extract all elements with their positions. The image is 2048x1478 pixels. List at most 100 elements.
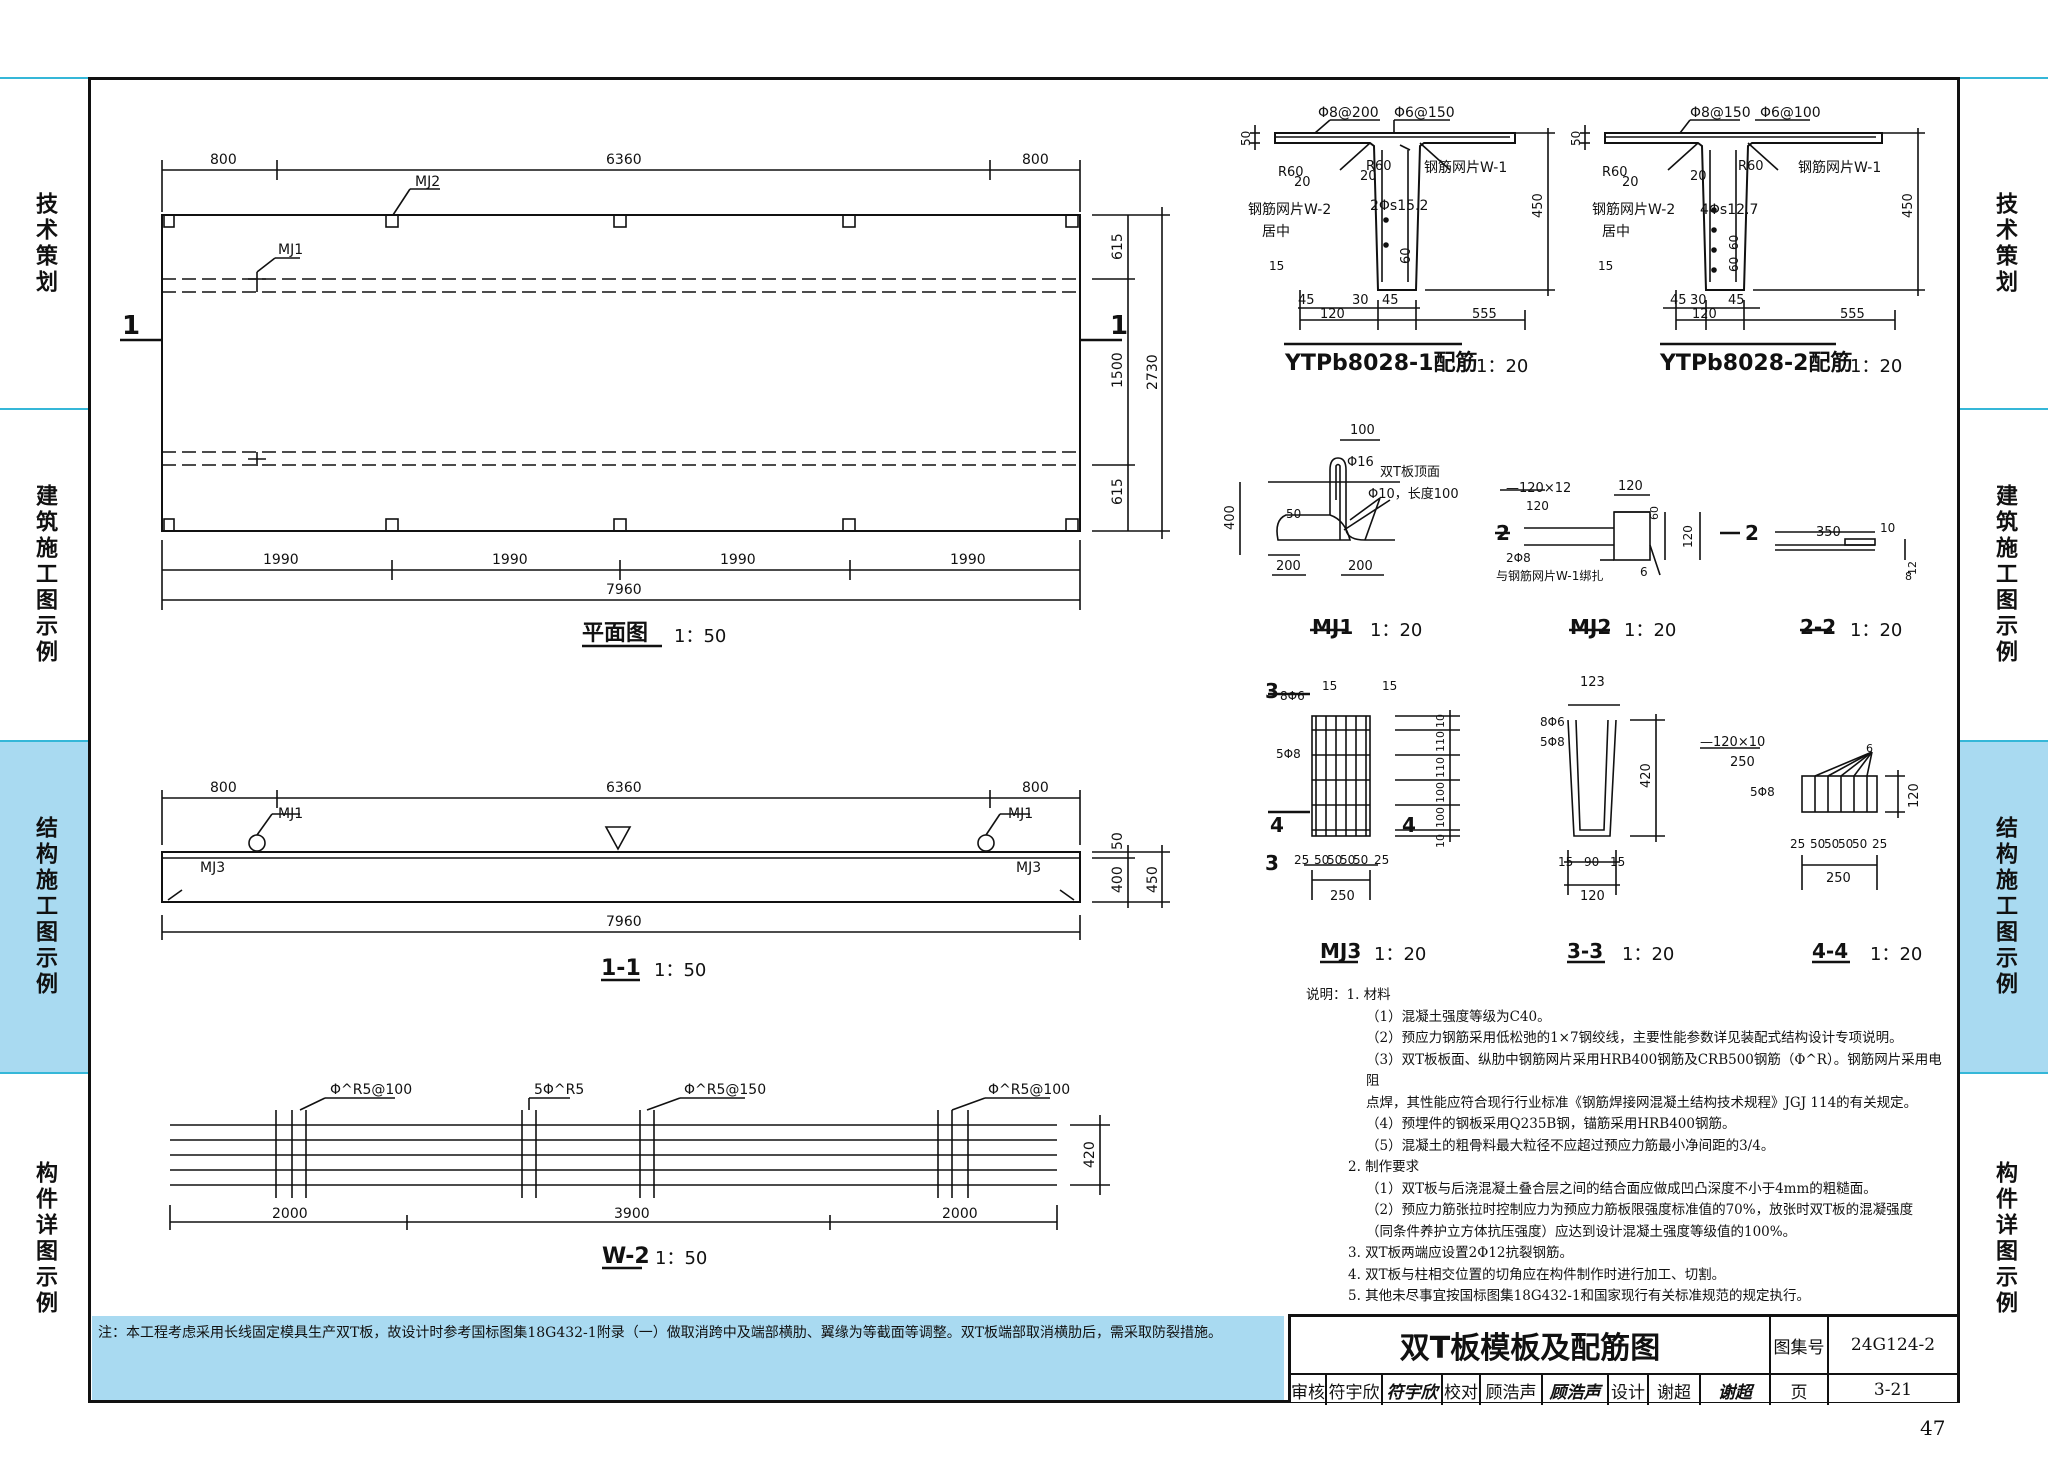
mj2-title: MJ2 bbox=[1570, 615, 1611, 639]
mj1-dim: 50 bbox=[1286, 507, 1301, 521]
s44-title: 4-4 bbox=[1812, 939, 1848, 963]
side-tab-structure-right[interactable]: 结构施工图示例 bbox=[1960, 742, 2048, 1072]
mj1-label-text: Φ10，长度100 bbox=[1368, 486, 1459, 502]
ytp1-section bbox=[1250, 119, 1555, 346]
mj1-label-text: Φ16 bbox=[1347, 455, 1374, 470]
design-signature: 谢超 bbox=[1701, 1375, 1771, 1405]
ytp2-dim-text: 45 bbox=[1670, 293, 1687, 308]
title-block: 双T板模板及配筋图 图集号 24G124-2 审核 符宇欣 符宇欣 校对 顾浩声… bbox=[1288, 1314, 1957, 1405]
plan-dim-text: 1990 bbox=[950, 552, 986, 568]
cut-mark: 3 bbox=[1265, 679, 1279, 703]
side-tab-planning-right[interactable]: 技术策划 bbox=[1960, 80, 2048, 408]
mj3-label-text: 8Φ6 bbox=[1280, 689, 1305, 703]
ytp2-title: YTPb8028-2配筋 bbox=[1659, 350, 1852, 376]
section-3-3-detail bbox=[1564, 704, 1665, 964]
s44-dim: 250 bbox=[1730, 755, 1755, 770]
side-divider bbox=[0, 1072, 88, 1074]
plan-dim-text: 800 bbox=[210, 152, 237, 168]
mj3-dim: 15 bbox=[1322, 679, 1337, 693]
mj1-detail bbox=[1239, 439, 1400, 632]
side-divider bbox=[1960, 77, 2048, 79]
s44-dim: 120 bbox=[1907, 783, 1922, 808]
ytp1-dim-text: 555 bbox=[1472, 307, 1497, 322]
ytp1-dim-text: 50 bbox=[1239, 131, 1253, 146]
s11-dim-text: 400 bbox=[1110, 866, 1126, 893]
ytp2-dim-text: 60 bbox=[1727, 235, 1741, 250]
mj3-scale: 1：20 bbox=[1374, 944, 1426, 965]
cut-mark: 4 bbox=[1270, 813, 1284, 837]
s22-title: 2-2 bbox=[1800, 615, 1836, 639]
mj3-label: MJ3 bbox=[200, 860, 225, 876]
s33-dim: 15 bbox=[1610, 855, 1625, 869]
plan-title: 平面图 bbox=[582, 621, 648, 646]
mj3-dim: 15 bbox=[1382, 679, 1397, 693]
side-tab-planning[interactable]: 技术策划 bbox=[0, 80, 88, 408]
s22-dim: 350 bbox=[1816, 525, 1841, 540]
mj3-dim: 50 bbox=[1314, 853, 1329, 867]
cut-mark: 2 bbox=[1496, 521, 1510, 545]
side-tab-components-right[interactable]: 构件详图示例 bbox=[1960, 1074, 2048, 1404]
s11-dim-text: 7960 bbox=[606, 914, 642, 930]
ytp2-center: 居中 bbox=[1602, 224, 1630, 240]
mj3-label-text: 5Φ8 bbox=[1276, 747, 1301, 761]
w2-dim-text: 2000 bbox=[942, 1206, 978, 1222]
plan-dim-text: 800 bbox=[1022, 152, 1049, 168]
ytp2-section bbox=[1580, 119, 1925, 346]
side-tab-components[interactable]: 构件详图示例 bbox=[0, 1074, 88, 1404]
mj3-detail bbox=[1268, 692, 1460, 964]
s22-dim: 10 bbox=[1880, 521, 1895, 535]
review-name: 符宇欣 bbox=[1327, 1375, 1383, 1405]
atlas-number: 24G124-2 bbox=[1829, 1317, 1957, 1375]
side-tab-structure[interactable]: 结构施工图示例 bbox=[0, 742, 88, 1072]
w2-view bbox=[169, 1097, 1110, 1270]
mj1-dim: 200 bbox=[1348, 559, 1373, 574]
mj3-dim: 50 bbox=[1340, 853, 1355, 867]
note-line: （2）预应力筋张拉时控制应力为预应力筋板限强度标准值的70%，放张时双T板的混凝… bbox=[1366, 1202, 1914, 1218]
mj3-dim: 110 bbox=[1434, 731, 1447, 752]
w2-dim-text: 3900 bbox=[614, 1206, 650, 1222]
side-divider bbox=[1960, 408, 2048, 410]
cut-mark: 3 bbox=[1265, 851, 1279, 875]
section-2-2-detail bbox=[1775, 531, 1906, 632]
mj3-dim: 250 bbox=[1330, 889, 1355, 904]
side-tab-label: 建筑施工图示例 bbox=[32, 484, 57, 666]
s33-dim: 420 bbox=[1639, 763, 1654, 788]
mj3-dim: 10 bbox=[1434, 834, 1447, 848]
s33-scale: 1：20 bbox=[1622, 944, 1674, 965]
ytp1-r60: R60 bbox=[1366, 159, 1392, 174]
cut-mark: 1 bbox=[122, 311, 140, 341]
s44-scale: 1：20 bbox=[1870, 944, 1922, 965]
side-tab-label: 构件详图示例 bbox=[32, 1161, 57, 1317]
side-tab-label: 结构施工图示例 bbox=[1992, 816, 2017, 998]
s11-dim-text: 800 bbox=[1022, 780, 1049, 796]
ytp2-r60: R60 bbox=[1602, 165, 1628, 180]
check-signature: 顾浩声 bbox=[1543, 1375, 1609, 1405]
s33-dim: 120 bbox=[1580, 889, 1605, 904]
mj1-label: MJ1 bbox=[1008, 806, 1033, 822]
plan-dim-text: 1500 bbox=[1110, 352, 1126, 388]
ytp2-mesh-label: 钢筋网片W-2 bbox=[1592, 201, 1675, 218]
mj3-dim: 50 bbox=[1327, 853, 1342, 867]
s11-dim-text: 450 bbox=[1145, 866, 1161, 893]
ytp2-dim-text: 50 bbox=[1569, 131, 1583, 146]
s33-dim: 90 bbox=[1584, 855, 1599, 869]
side-tab-architecture[interactable]: 建筑施工图示例 bbox=[0, 410, 88, 740]
mj3-dim: 110 bbox=[1434, 757, 1447, 778]
w2-rebar-label: Φ^R5@100 bbox=[330, 1082, 412, 1098]
ytp2-dim-text: 20 bbox=[1622, 175, 1639, 190]
s22-scale: 1：20 bbox=[1850, 620, 1902, 641]
plan-dim-text: 1990 bbox=[263, 552, 299, 568]
bottom-note: 注：本工程考虑采用长线固定模具生产双T板，故设计时参考国标图集18G432-1附… bbox=[92, 1316, 1284, 1400]
mj2-detail bbox=[1495, 489, 1740, 632]
ytp1-dim-text: 120 bbox=[1320, 307, 1345, 322]
check-name: 顾浩声 bbox=[1481, 1375, 1543, 1405]
review-signature: 符宇欣 bbox=[1383, 1375, 1443, 1405]
side-tab-label: 技术策划 bbox=[1992, 192, 2017, 296]
plan-dim-text: 615 bbox=[1110, 478, 1126, 505]
s33-label-text: 5Φ8 bbox=[1540, 735, 1565, 749]
mj3-dim: 100 bbox=[1434, 782, 1447, 803]
s44-dim: 50 bbox=[1824, 837, 1839, 851]
plan-dim-text: 615 bbox=[1110, 233, 1126, 260]
side-tab-architecture-right[interactable]: 建筑施工图示例 bbox=[1960, 410, 2048, 740]
mj2-label-text: 120 bbox=[1526, 499, 1549, 513]
